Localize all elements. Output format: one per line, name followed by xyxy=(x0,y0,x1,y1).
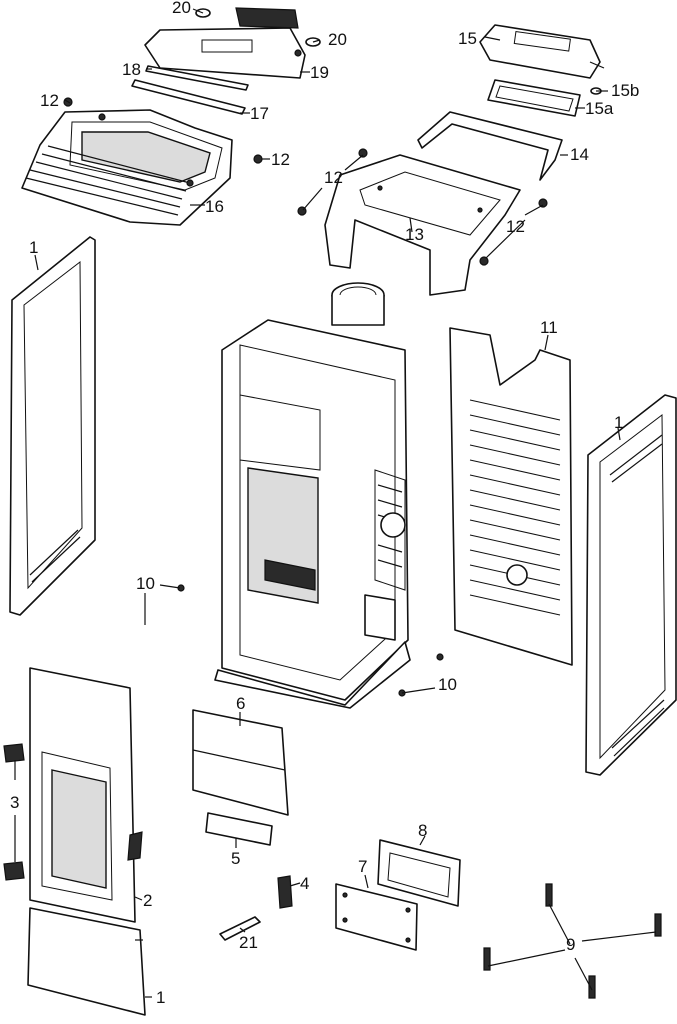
label-10b: 10 xyxy=(438,675,457,694)
label-13: 13 xyxy=(405,225,424,244)
screw-12-c xyxy=(297,148,368,216)
label-3: 3 xyxy=(10,793,19,812)
label-15a: 15a xyxy=(585,99,614,118)
label-12d: 12 xyxy=(506,217,525,236)
rear-panel-11 xyxy=(449,327,573,666)
flue-hood-15 xyxy=(479,24,605,79)
latch-4 xyxy=(277,875,293,909)
side-panel-right xyxy=(585,394,677,776)
front-door-2 xyxy=(29,667,143,923)
label-16: 16 xyxy=(205,197,224,216)
leader-lines xyxy=(14,8,657,998)
door-hinge-top xyxy=(3,743,25,763)
label-6: 6 xyxy=(236,694,245,713)
side-panel-left xyxy=(9,236,96,616)
label-11: 11 xyxy=(540,318,558,337)
stove-body xyxy=(214,282,411,709)
label-20a: 20 xyxy=(172,0,191,17)
support-frame-13 xyxy=(324,154,521,296)
label-5: 5 xyxy=(231,849,240,868)
gasket-15a xyxy=(487,79,581,117)
label-4: 4 xyxy=(300,874,309,893)
top-control-panel xyxy=(235,7,299,29)
label-8: 8 xyxy=(418,821,427,840)
screw-12-d xyxy=(479,198,548,266)
lower-front-cover xyxy=(27,907,146,1016)
label-21: 21 xyxy=(239,933,258,952)
screw-12-b xyxy=(253,154,263,164)
label-12a: 12 xyxy=(40,91,59,110)
bracket-5 xyxy=(205,812,273,846)
gasket-frame-8 xyxy=(377,839,461,907)
label-2: 2 xyxy=(143,891,152,910)
feet-9 xyxy=(483,883,662,999)
inspection-plate-7 xyxy=(335,883,418,951)
label-1c: 1 xyxy=(156,988,165,1007)
part-labels: 20 20 19 18 17 16 15 15b 15a 14 13 12 12… xyxy=(10,0,639,1007)
label-7: 7 xyxy=(358,857,367,876)
gasket-17 xyxy=(131,79,246,115)
deflector-6 xyxy=(192,709,289,816)
label-20b: 20 xyxy=(328,30,347,49)
door-hinge-bottom xyxy=(3,861,25,881)
label-14: 14 xyxy=(570,145,589,164)
label-18: 18 xyxy=(122,60,141,79)
label-15b: 15b xyxy=(611,81,639,100)
label-19: 19 xyxy=(310,63,329,82)
label-17: 17 xyxy=(250,104,269,123)
label-12b: 12 xyxy=(271,150,290,169)
label-10a: 10 xyxy=(136,574,155,593)
label-1b: 1 xyxy=(614,413,623,432)
label-9: 9 xyxy=(566,935,575,954)
label-12c: 12 xyxy=(324,168,343,187)
label-1a: 1 xyxy=(29,238,38,257)
top-grill-16 xyxy=(21,109,233,226)
label-15: 15 xyxy=(458,29,477,48)
bracket-14 xyxy=(417,111,563,181)
